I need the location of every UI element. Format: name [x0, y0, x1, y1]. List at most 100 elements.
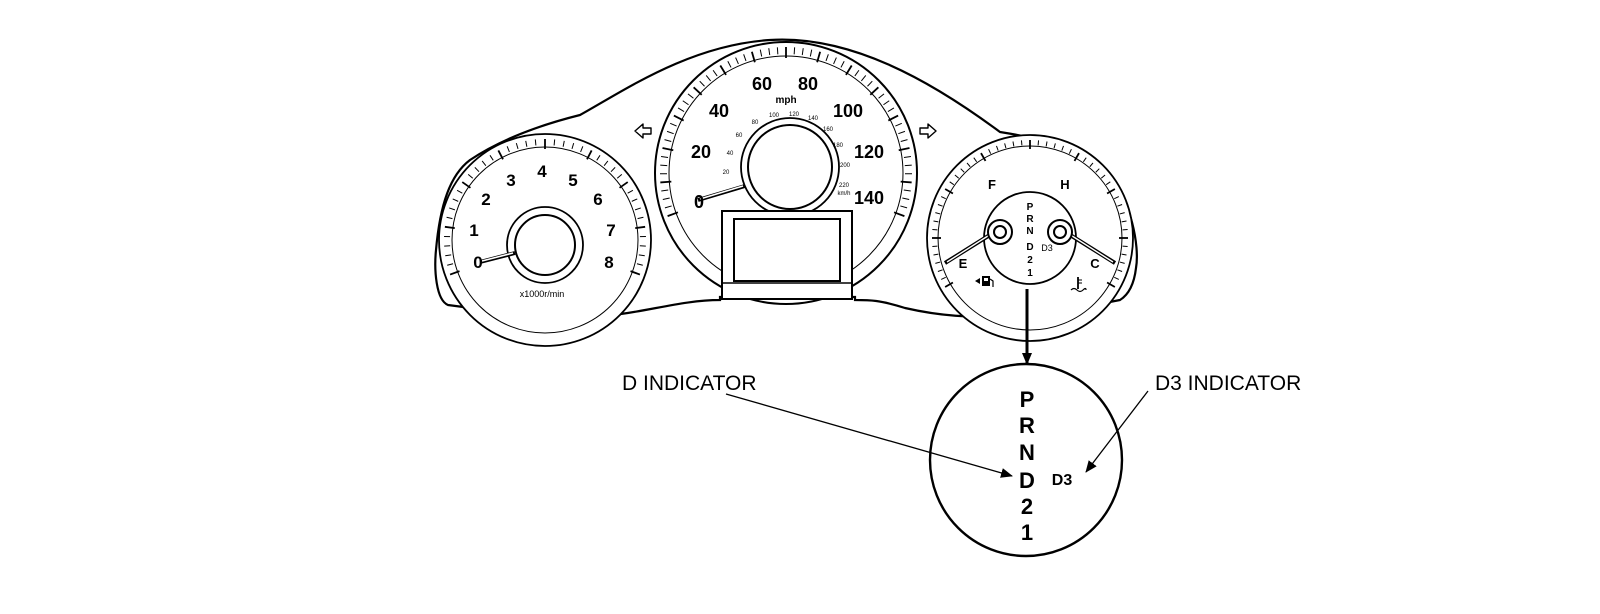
- speedo-needle-core: [699, 185, 744, 200]
- tach-tick: [610, 166, 616, 173]
- speedo-mph-80: 80: [798, 74, 818, 94]
- tachometer: 0 1 2 3 4 5 6 7 8 x1000r/min: [438, 133, 652, 347]
- tach-tick: [627, 189, 634, 194]
- tach-tick: [631, 198, 638, 202]
- speedo-mph-40: 40: [709, 101, 729, 121]
- temp-hot-label: H: [1060, 177, 1069, 192]
- d-indicator-leader: [725, 393, 1013, 478]
- right-gauge-tick: [940, 196, 946, 200]
- tach-tick: [637, 216, 644, 220]
- right-gauge-tick: [933, 253, 939, 256]
- tach-tick: [447, 263, 454, 266]
- tach-tick: [449, 207, 456, 211]
- coolant-temp-icon: [1070, 277, 1087, 293]
- gear-small-p: P: [1027, 202, 1034, 213]
- speedo-tick: [898, 130, 906, 135]
- fuel-needle-core: [946, 233, 992, 263]
- speedo-tick: [693, 86, 703, 96]
- right-gauge-tick: [944, 281, 954, 288]
- tach-tick: [515, 143, 519, 150]
- gear-large-2: 2: [1021, 494, 1033, 519]
- tach-num-2: 2: [481, 190, 490, 209]
- right-gauge-tick: [1082, 157, 1087, 163]
- speedo-tick: [900, 180, 912, 184]
- tach-tick: [634, 207, 641, 211]
- right-gauge-tick: [1114, 196, 1120, 200]
- tach-unit-label: x1000r/min: [520, 289, 565, 299]
- speedo-tick: [687, 93, 694, 99]
- speedo-mph-20: 20: [691, 142, 711, 162]
- tach-tick: [630, 270, 641, 276]
- speedo-tick: [751, 51, 756, 63]
- enlarged-indicator-circle: [928, 362, 1124, 558]
- d3-indicator-label: D3 INDICATOR: [1155, 372, 1301, 395]
- speedo-tick: [727, 61, 732, 68]
- speedo-tick: [801, 48, 804, 56]
- speedo-tick: [735, 57, 739, 65]
- fuel-pump-icon: [975, 276, 994, 287]
- speedo-mph-0: 0: [694, 192, 704, 212]
- tach-tick: [571, 143, 575, 150]
- right-gauge-tick: [1045, 141, 1048, 147]
- right-gauge-tick: [1105, 181, 1111, 186]
- speedo-tick: [903, 189, 911, 192]
- tach-tick: [445, 254, 452, 257]
- tach-tick: [580, 146, 584, 153]
- tach-tick: [619, 181, 629, 189]
- speedo-kmh-220: 220: [839, 183, 850, 189]
- tach-num-0: 0: [473, 253, 482, 272]
- gear-large-p: P: [1020, 387, 1035, 412]
- tach-tick: [638, 254, 645, 257]
- tach-tick: [506, 146, 510, 153]
- speedo-kmh-20: 20: [723, 170, 730, 176]
- tach-tick: [553, 139, 556, 146]
- speedo-tick: [809, 49, 813, 57]
- right-gauge-tick: [1100, 174, 1106, 179]
- right-gauge-tick: [1004, 143, 1007, 149]
- tach-tick: [635, 225, 646, 230]
- right-gauge-tick: [1012, 141, 1015, 147]
- speedo-kmh-60: 60: [736, 133, 743, 139]
- speedo-tick: [664, 205, 672, 209]
- speedo-kmh-160: 160: [823, 127, 834, 133]
- fuel-pivot-inner: [993, 225, 1007, 239]
- tach-tick: [616, 174, 623, 179]
- speedo-tick: [666, 130, 674, 135]
- tach-tick: [456, 189, 463, 194]
- gear-small-r: R: [1026, 214, 1034, 225]
- right-gauge-tick-marks: [932, 140, 1128, 288]
- info-display-screen: [733, 218, 841, 282]
- right-gauge-tick: [966, 162, 971, 168]
- tach-num-6: 6: [593, 190, 602, 209]
- speedo-unit-mph: mph: [775, 95, 796, 106]
- enlarged-gear-indicator: P R N D 2 1 D3: [928, 362, 1124, 558]
- right-gauge-tick: [996, 145, 999, 151]
- right-gauge-tick: [954, 174, 960, 179]
- speedo-tick-marks: [659, 47, 913, 217]
- tach-needle-core: [481, 252, 514, 262]
- tach-tick: [562, 140, 565, 147]
- temp-needle-core: [1068, 233, 1114, 263]
- speedo-tick: [664, 139, 672, 142]
- gear-small-d3: D3: [1041, 243, 1053, 253]
- gear-large-d: D: [1019, 468, 1035, 493]
- speedo-tick: [825, 54, 829, 62]
- right-turn-signal-icon: [919, 123, 937, 139]
- tach-tick: [636, 263, 643, 266]
- speedo-tick: [712, 69, 718, 77]
- speedo-tick: [661, 189, 669, 192]
- gear-large-d3: D3: [1052, 472, 1073, 489]
- temp-cold-label: C: [1090, 256, 1100, 271]
- right-gauge-tick: [937, 269, 943, 272]
- gear-small-d: D: [1026, 242, 1033, 253]
- tach-tick: [449, 270, 460, 276]
- speedo-tick: [662, 197, 670, 200]
- speedo-kmh-40: 40: [727, 151, 734, 157]
- tach-tick: [481, 160, 487, 166]
- speedo-tick: [667, 211, 679, 217]
- tach-tick: [467, 174, 474, 179]
- tach-hub-inner: [514, 214, 576, 276]
- speedo-tick: [670, 122, 677, 127]
- tach-num-5: 5: [568, 171, 577, 190]
